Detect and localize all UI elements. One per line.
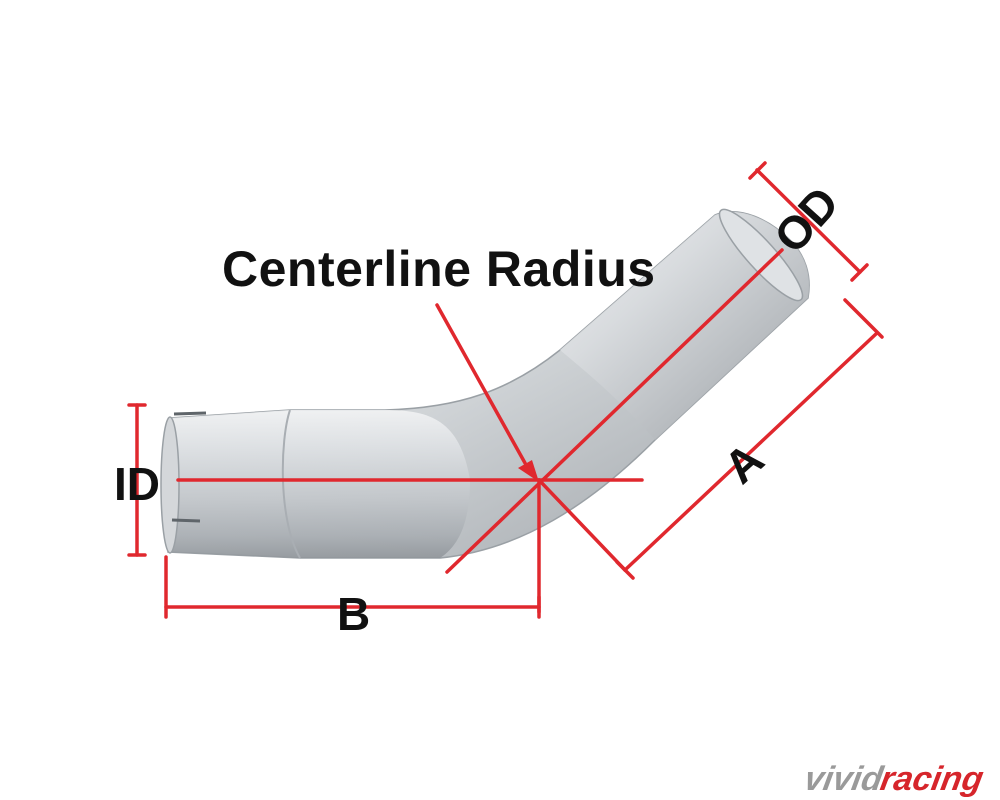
id-label: ID: [114, 458, 160, 510]
pipe-straight-section: [168, 410, 470, 558]
pipe-upper-section: [560, 211, 810, 440]
dimension-lines: [127, 161, 884, 619]
centerline-angled: [445, 248, 784, 574]
leader-arrowhead: [518, 460, 539, 482]
a-dimension-tick-bottom: [615, 560, 635, 580]
vividracing-watermark-logo: vivid racing: [802, 760, 987, 798]
leader-line: [435, 303, 527, 465]
watermark-part2: racing: [878, 760, 987, 798]
exhaust-pipe-elbow: [160, 208, 810, 559]
radius-line-diagonal: [537, 478, 627, 572]
a-label: A: [714, 433, 773, 494]
pipe-slot-top: [173, 411, 207, 416]
pipe-right-opening: [718, 208, 804, 302]
od-dimension-tick-top: [748, 161, 767, 180]
b-label: B: [337, 588, 370, 640]
pipe-slot-bottom: [171, 518, 201, 523]
a-dimension-tick-top: [843, 298, 884, 339]
od-dimension-tick-bottom: [850, 263, 869, 282]
a-dimension-line: [623, 331, 879, 572]
centerline-radius-label: Centerline Radius: [222, 241, 656, 297]
od-dimension-line: [755, 168, 862, 274]
watermark-part1: vivid: [802, 760, 887, 798]
pipe-left-opening: [160, 416, 180, 554]
